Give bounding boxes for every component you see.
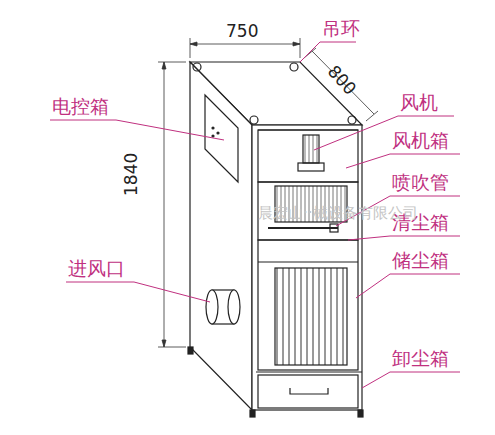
part-label: 风机: [400, 92, 438, 113]
dimension-lines: [158, 38, 378, 347]
leader-lines: [50, 42, 460, 388]
dimension-label: 750: [226, 22, 258, 41]
part-label: 进风口: [68, 258, 125, 279]
part-label: 电控箱: [52, 96, 109, 117]
part-label: 喷吹管: [392, 172, 449, 193]
part-label: 风机箱: [392, 130, 449, 151]
cabinet: [188, 62, 363, 417]
dimension-label: 1840: [122, 153, 141, 196]
part-label: 吊环: [322, 18, 360, 39]
watermark: 晨宏山··械设备有限公司: [258, 205, 418, 222]
part-label: 储尘箱: [392, 250, 449, 271]
part-label: 卸尘箱: [392, 348, 449, 369]
